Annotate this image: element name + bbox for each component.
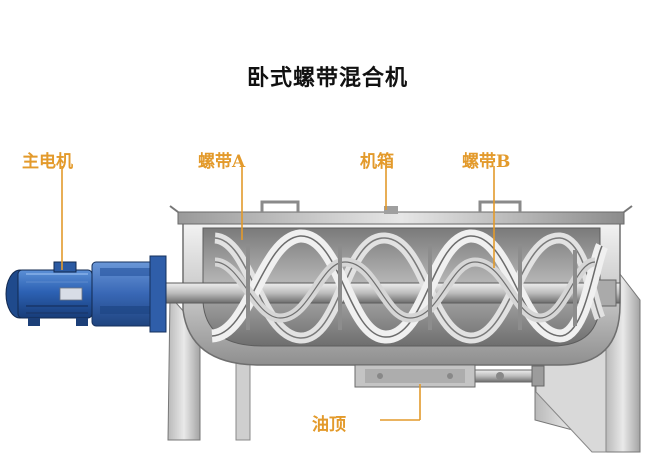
label-ribbon-a: 螺带A bbox=[198, 152, 246, 172]
label-main-motor: 主电机 bbox=[22, 152, 73, 172]
label-housing: 机箱 bbox=[360, 152, 394, 172]
label-hydraulic-cylinder: 油顶 bbox=[312, 415, 346, 435]
outer-ribbon bbox=[210, 229, 609, 344]
hydraulic-cylinder bbox=[354, 364, 545, 388]
main-motor bbox=[5, 261, 93, 326]
support-legs bbox=[167, 254, 641, 453]
inner-ribbon bbox=[214, 257, 597, 323]
diagram-title: 卧式螺带混合机 bbox=[246, 66, 408, 91]
label-ribbon-b: 螺带B bbox=[462, 152, 511, 172]
leader-lines bbox=[61, 166, 495, 421]
ribbon-support-arms bbox=[246, 244, 577, 330]
gear-reducer bbox=[91, 255, 167, 333]
